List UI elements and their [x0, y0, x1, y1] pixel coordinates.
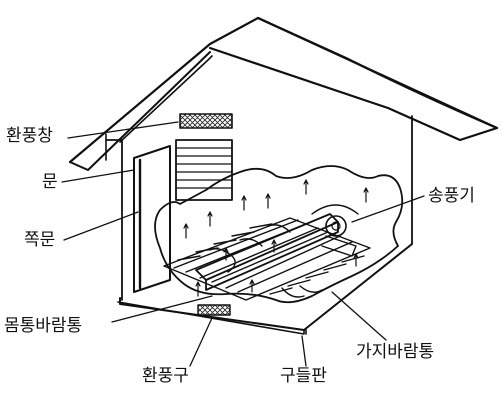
leader-lines [61, 121, 425, 367]
label-main-duct: 몸통바람통 [4, 316, 83, 336]
label-small-door: 쪽문 [24, 230, 56, 250]
cutaway-outline [154, 165, 404, 304]
airflow-arrows [183, 179, 369, 297]
blower-shape [311, 204, 359, 257]
door-shape [133, 139, 233, 293]
label-door: 문 [42, 172, 58, 192]
floor-board-shape [163, 217, 371, 301]
label-branch-duct: 가지바람통 [356, 342, 435, 362]
label-blower: 송풍기 [428, 186, 475, 206]
vent-hole-shape [197, 304, 231, 316]
roof [68, 16, 499, 171]
label-vent-hole: 환풍구 [142, 366, 189, 386]
label-floor-board: 구들판 [280, 366, 327, 386]
vent-window-shape [179, 113, 233, 129]
house-walls [105, 55, 413, 335]
label-vent-window: 환풍창 [6, 126, 53, 146]
